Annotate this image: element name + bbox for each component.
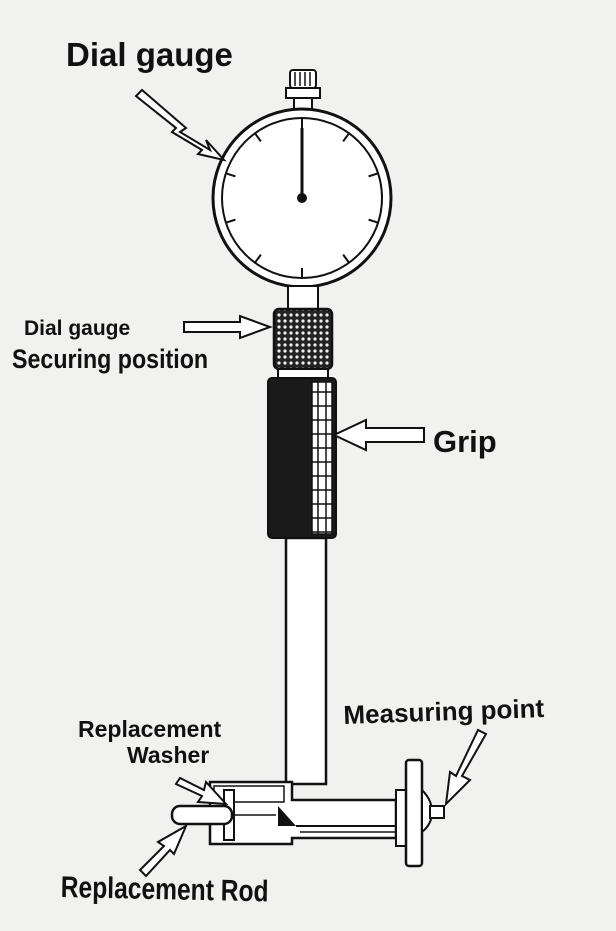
dial-tick (342, 132, 350, 142)
label-grip: Grip (433, 424, 497, 459)
arrow-grip (331, 418, 425, 452)
arrow-securing (183, 314, 273, 340)
shaft (284, 536, 328, 786)
dial-face (211, 107, 393, 289)
dial-pivot (297, 193, 307, 203)
dial-tick (225, 172, 236, 178)
dial-ticks (225, 118, 379, 278)
dial-tick (342, 254, 350, 264)
dial-top-knob (285, 69, 321, 111)
measuring-head (170, 758, 445, 868)
replacement-rod (170, 804, 234, 826)
label-securing-line1: Dial gauge (24, 317, 131, 340)
label-measuring-point: Measuring point (342, 692, 545, 730)
dial-tick (254, 254, 262, 264)
label-washer-line2: Washer (127, 742, 210, 768)
dial-tick (368, 172, 379, 178)
securing-nut (272, 307, 334, 380)
dial-neck (287, 285, 319, 311)
arrow-dial-gauge (134, 88, 227, 162)
dial-tick (254, 132, 262, 142)
label-washer-line1: Replacement (78, 716, 222, 742)
label-dial-gauge: Dial gauge (66, 36, 233, 73)
label-replacement-rod: Replacement Rod (60, 871, 269, 909)
arrow-washer (174, 776, 229, 806)
dial-tick (368, 218, 379, 224)
grip-body (267, 377, 337, 539)
dial-tick (225, 218, 236, 224)
arrow-replacement-rod (138, 823, 189, 878)
label-securing-line2: Securing position (12, 344, 209, 374)
arrow-measuring-point (444, 728, 488, 807)
